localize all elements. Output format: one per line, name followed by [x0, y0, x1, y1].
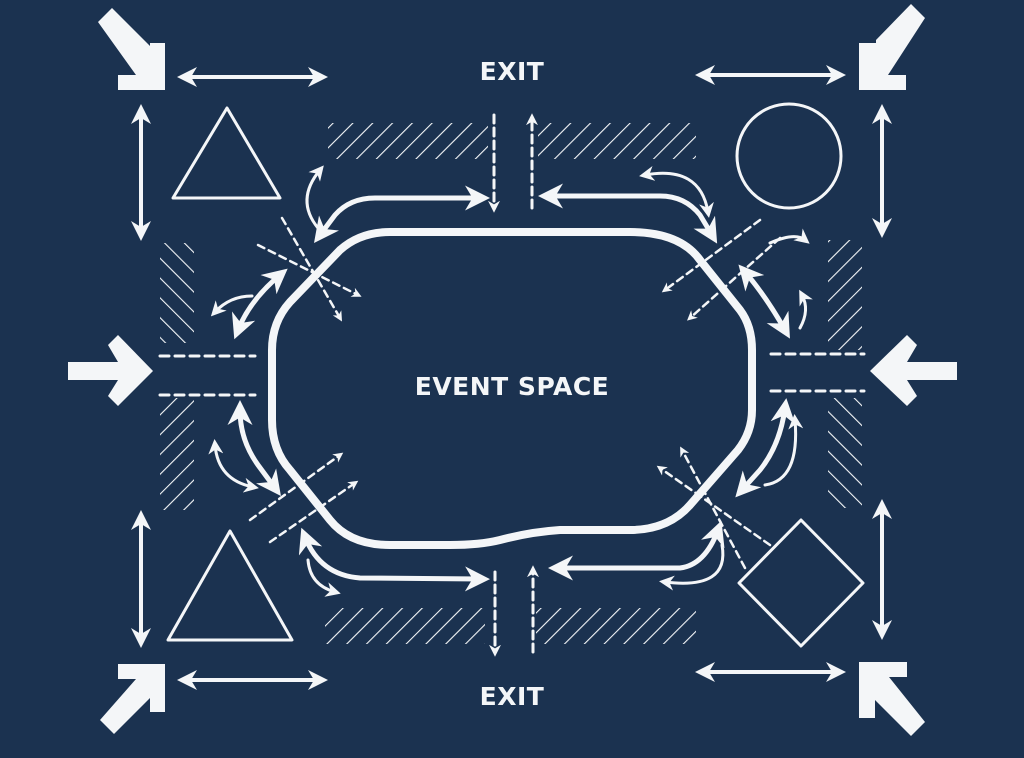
- hatched-zone-left-upper: [160, 243, 194, 343]
- flow-arrow-top-left: [314, 185, 490, 243]
- hatched-zone-top-left: [328, 123, 488, 159]
- diagonal-arrow-down-left-icon: [859, 4, 925, 90]
- arrow-right-icon: [68, 335, 153, 406]
- hatched-zone-right-lower: [828, 398, 862, 508]
- diagonal-arrow-down-right-icon: [98, 8, 165, 90]
- hatched-zone-bottom-right: [536, 608, 696, 644]
- arrow-left-icon: [870, 335, 957, 406]
- flow-arrow-bottom-left: [298, 527, 490, 592]
- triangle-icon-bottom-left: [166, 529, 294, 642]
- circle-icon-top-right: [735, 102, 843, 210]
- hatched-zone-right-upper: [828, 240, 862, 350]
- diagonal-arrow-up-right-icon: [100, 664, 165, 734]
- hatched-zone-top-right: [538, 123, 696, 159]
- event-space-label: EVENT SPACE: [414, 372, 610, 401]
- diamond-icon-bottom-right: [737, 518, 865, 648]
- exit-label-top: EXIT: [479, 57, 545, 86]
- flow-arrow-bottom-right: [548, 520, 725, 581]
- diagonal-arrow-up-left-icon: [859, 662, 925, 736]
- exit-label-bottom: EXIT: [479, 682, 545, 711]
- hatched-zone-bottom-left: [325, 608, 485, 644]
- triangle-icon-top-left: [171, 106, 282, 200]
- hatched-zone-left-lower: [160, 398, 194, 510]
